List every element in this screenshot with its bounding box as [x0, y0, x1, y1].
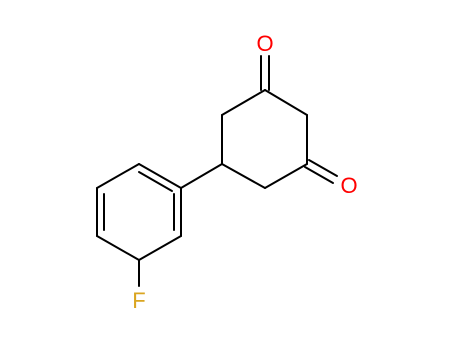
oxygen-atom-right: O	[340, 173, 357, 198]
bond-ring-to-aryl	[180, 163, 223, 189]
bond-c3-c4	[264, 163, 308, 189]
cyclohexanedione-ring	[221, 89, 308, 189]
carbonyl-top	[260, 55, 270, 91]
fluorophenyl-ring	[96, 163, 182, 261]
carbonyl-right	[304, 159, 338, 184]
bond-c4-c5	[221, 163, 266, 189]
aryl-inner-bond-3	[138, 171, 173, 192]
aryl-bond-3	[96, 235, 140, 261]
bond-c1-c2	[264, 89, 308, 116]
double-bond-right-b	[304, 166, 334, 184]
oxygen-atom-top: O	[256, 31, 273, 56]
fluorine-atom: F	[132, 288, 145, 313]
aryl-bond-2	[138, 235, 182, 261]
aryl-bond-6	[138, 163, 182, 189]
aryl-bond-5	[96, 163, 140, 189]
bond-c6-c1	[221, 89, 266, 116]
double-bond-right-a	[308, 159, 338, 177]
